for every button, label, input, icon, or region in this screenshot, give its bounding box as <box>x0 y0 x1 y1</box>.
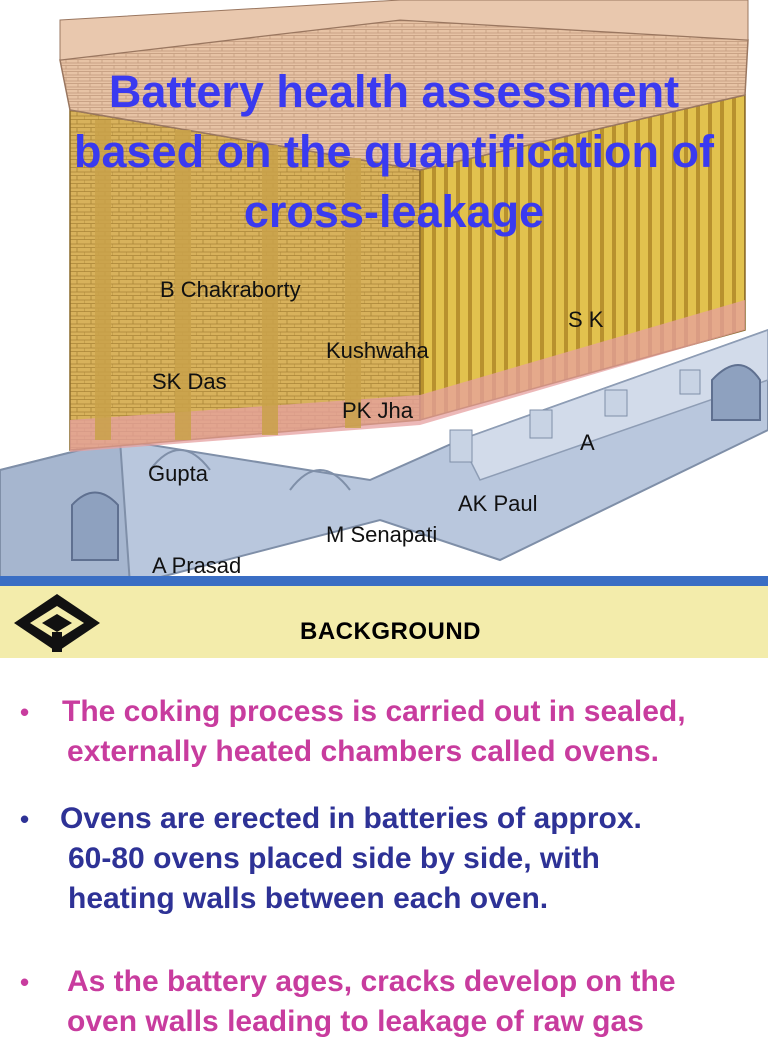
author-name: M Senapati <box>326 522 438 547</box>
author-name: S K <box>568 307 604 332</box>
slide-title: Battery health assessment based on the q… <box>20 62 768 242</box>
bullet-line: oven walls leading to leakage of raw gas <box>67 1005 644 1038</box>
bullet-icon: • <box>20 804 30 834</box>
author-name: Kushwaha <box>326 338 429 363</box>
section-header-bar <box>0 586 768 658</box>
title-line: based on the quantification of <box>74 126 714 177</box>
author-name: PK Jha <box>342 398 413 423</box>
section-heading: BACKGROUND <box>300 618 481 645</box>
author-name: Gupta <box>148 461 208 486</box>
author-name: AK Paul <box>458 491 538 516</box>
title-slide: Battery health assessment based on the q… <box>0 0 768 585</box>
bullet-line: As the battery ages, cracks develop on t… <box>67 965 676 998</box>
bullet-icon: • <box>20 697 30 727</box>
title-line: Battery health assessment <box>108 66 680 117</box>
bullet-icon: • <box>20 967 30 997</box>
author-name: SK Das <box>152 369 227 394</box>
author-name: A Prasad <box>152 553 242 578</box>
coke-oven-battery-illustration <box>0 0 768 585</box>
bullet-line: heating walls between each oven. <box>68 882 549 915</box>
divider-rule <box>0 576 768 586</box>
author-name: B Chakraborty <box>160 277 301 302</box>
bullet-line: Ovens are erected in batteries of approx… <box>60 802 642 835</box>
author-name: A <box>580 430 595 455</box>
title-line: cross-leakage <box>243 186 545 237</box>
bullet-line: 60-80 ovens placed side by side, with <box>68 842 600 875</box>
bullet-line: The coking process is carried out in sea… <box>62 695 686 728</box>
company-logo-icon <box>14 594 100 652</box>
bullet-line: externally heated chambers called ovens. <box>67 735 659 768</box>
